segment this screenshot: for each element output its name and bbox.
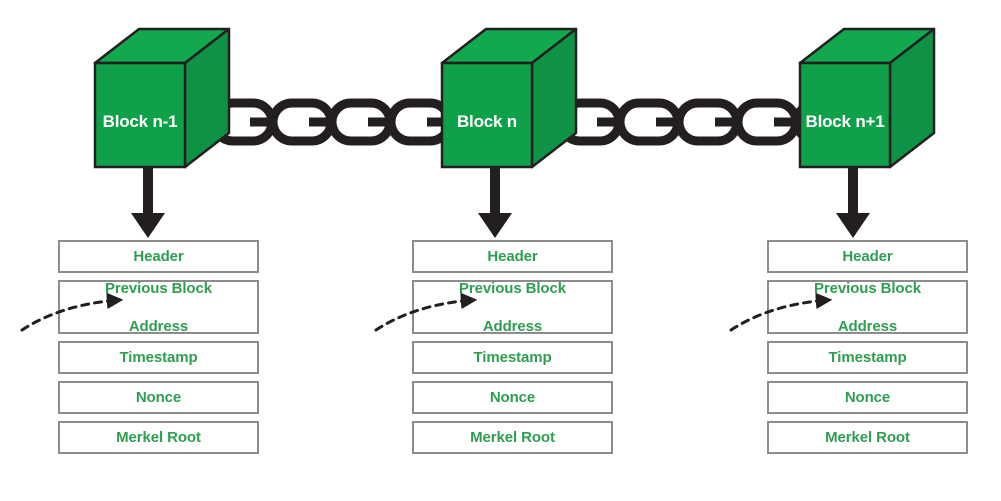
field-label-merkel-root: Merkel Root bbox=[116, 429, 201, 446]
field-row-header[interactable]: Header bbox=[412, 240, 613, 273]
block-cube-n-minus-1[interactable] bbox=[93, 27, 231, 169]
field-row-timestamp[interactable]: Timestamp bbox=[412, 341, 613, 374]
block-cube-n[interactable] bbox=[440, 27, 578, 169]
down-arrow-n-plus-1 bbox=[836, 167, 870, 238]
field-row-merkel-root[interactable]: Merkel Root bbox=[412, 421, 613, 454]
field-label-timestamp: Timestamp bbox=[828, 349, 907, 366]
field-row-timestamp[interactable]: Timestamp bbox=[767, 341, 968, 374]
field-label-line-2: Address bbox=[837, 317, 898, 335]
field-label-nonce: Nonce bbox=[489, 389, 536, 406]
chain-between-n-and-n-plus-1 bbox=[561, 103, 855, 141]
field-label-header: Header bbox=[842, 248, 893, 265]
field-label-header: Header bbox=[487, 248, 538, 265]
dashed-arrow-previous-block-address-1 bbox=[20, 292, 124, 332]
cube-front-face bbox=[440, 61, 534, 169]
block-cube-n-plus-1[interactable] bbox=[798, 27, 936, 169]
cube-front-face bbox=[93, 61, 187, 169]
field-label-nonce: Nonce bbox=[844, 389, 891, 406]
field-row-merkel-root[interactable]: Merkel Root bbox=[767, 421, 968, 454]
field-label-line-2: Address bbox=[482, 317, 543, 335]
down-arrow-n bbox=[478, 167, 512, 238]
field-label-line-1: Previous Block bbox=[105, 279, 212, 297]
field-row-nonce[interactable]: Nonce bbox=[58, 381, 259, 414]
field-label-timestamp: Timestamp bbox=[119, 349, 198, 366]
field-label-timestamp: Timestamp bbox=[473, 349, 552, 366]
dashed-arrow-previous-block-address-2 bbox=[374, 292, 478, 332]
field-label-nonce: Nonce bbox=[135, 389, 182, 406]
field-label-line-2: Address bbox=[128, 317, 189, 335]
field-label-line-1: Previous Block bbox=[814, 279, 921, 297]
dashed-arrow-previous-block-address-3 bbox=[729, 292, 833, 332]
down-arrow-n-minus-1 bbox=[131, 167, 165, 238]
field-row-header[interactable]: Header bbox=[767, 240, 968, 273]
field-label-header: Header bbox=[133, 248, 184, 265]
field-row-timestamp[interactable]: Timestamp bbox=[58, 341, 259, 374]
cube-front-face bbox=[798, 61, 892, 169]
field-row-nonce[interactable]: Nonce bbox=[767, 381, 968, 414]
field-label-line-1: Previous Block bbox=[459, 279, 566, 297]
field-row-merkel-root[interactable]: Merkel Root bbox=[58, 421, 259, 454]
field-row-header[interactable]: Header bbox=[58, 240, 259, 273]
field-label-merkel-root: Merkel Root bbox=[825, 429, 910, 446]
field-label-merkel-root: Merkel Root bbox=[470, 429, 555, 446]
field-row-nonce[interactable]: Nonce bbox=[412, 381, 613, 414]
